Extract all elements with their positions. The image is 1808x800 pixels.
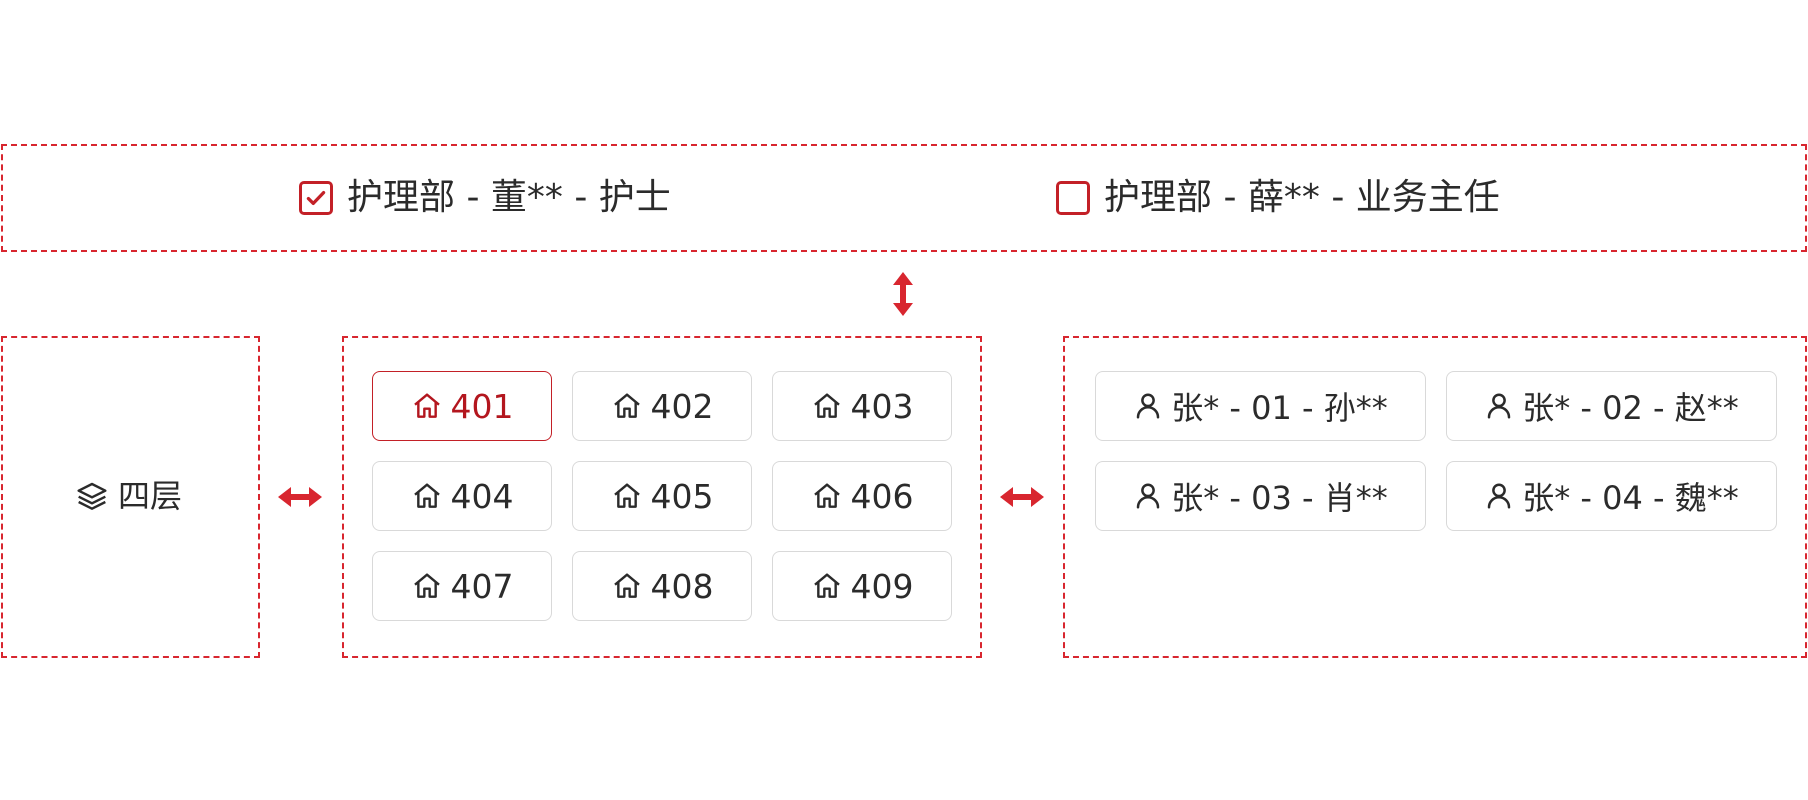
resident-button-01[interactable]: 张* - 01 - 孙**	[1095, 371, 1426, 441]
floor-item[interactable]: 四层	[76, 476, 182, 516]
floor-group	[1, 336, 260, 658]
room-label: 408	[650, 566, 714, 606]
home-icon	[813, 393, 840, 418]
horizontal-double-arrow-icon	[1000, 487, 1044, 507]
home-icon	[613, 573, 640, 598]
resident-label: 张* - 03 - 肖**	[1171, 479, 1388, 517]
room-label: 407	[450, 566, 514, 606]
resident-label: 张* - 01 - 孙**	[1171, 389, 1388, 427]
room-button-404[interactable]: 404	[372, 461, 552, 531]
home-icon	[413, 483, 440, 508]
room-label: 402	[650, 386, 714, 426]
room-label: 403	[850, 386, 914, 426]
resident-button-02[interactable]: 张* - 02 - 赵**	[1446, 371, 1777, 441]
resident-label: 张* - 02 - 赵**	[1522, 389, 1739, 427]
home-icon	[813, 573, 840, 598]
resident-label: 张* - 04 - 魏**	[1522, 479, 1739, 517]
horizontal-double-arrow-icon	[278, 487, 322, 507]
room-button-402[interactable]: 402	[572, 371, 752, 441]
room-button-405[interactable]: 405	[572, 461, 752, 531]
staff-group	[1, 144, 1807, 252]
home-icon	[613, 393, 640, 418]
room-button-408[interactable]: 408	[572, 551, 752, 621]
vertical-double-arrow-icon	[893, 272, 913, 316]
room-button-403[interactable]: 403	[772, 371, 952, 441]
resident-button-03[interactable]: 张* - 03 - 肖**	[1095, 461, 1426, 531]
user-icon	[1487, 483, 1511, 509]
layers-icon	[77, 482, 107, 510]
rooms-group	[342, 336, 982, 658]
staff-option-1[interactable]: 护理部 - 董** - 护士	[299, 178, 671, 218]
home-icon	[613, 483, 640, 508]
staff-option-label: 护理部 - 董** - 护士	[347, 177, 671, 218]
staff-option-label: 护理部 - 薛** - 业务主任	[1104, 177, 1500, 218]
room-button-406[interactable]: 406	[772, 461, 952, 531]
room-button-407[interactable]: 407	[372, 551, 552, 621]
checkbox-checked-icon[interactable]	[299, 181, 333, 215]
staff-option-2[interactable]: 护理部 - 薛** - 业务主任	[1056, 178, 1500, 218]
home-icon	[413, 573, 440, 598]
floor-label: 四层	[118, 477, 183, 515]
user-icon	[1136, 483, 1160, 509]
room-label: 409	[850, 566, 914, 606]
room-button-409[interactable]: 409	[772, 551, 952, 621]
room-label: 404	[450, 476, 514, 516]
residents-group	[1063, 336, 1807, 658]
room-button-401[interactable]: 401	[372, 371, 552, 441]
user-icon	[1487, 393, 1511, 419]
checkbox-unchecked-icon[interactable]	[1056, 181, 1090, 215]
home-icon	[813, 483, 840, 508]
room-label: 401	[450, 386, 514, 426]
room-label: 405	[650, 476, 714, 516]
user-icon	[1136, 393, 1160, 419]
room-label: 406	[850, 476, 914, 516]
resident-button-04[interactable]: 张* - 04 - 魏**	[1446, 461, 1777, 531]
home-icon	[413, 393, 440, 418]
